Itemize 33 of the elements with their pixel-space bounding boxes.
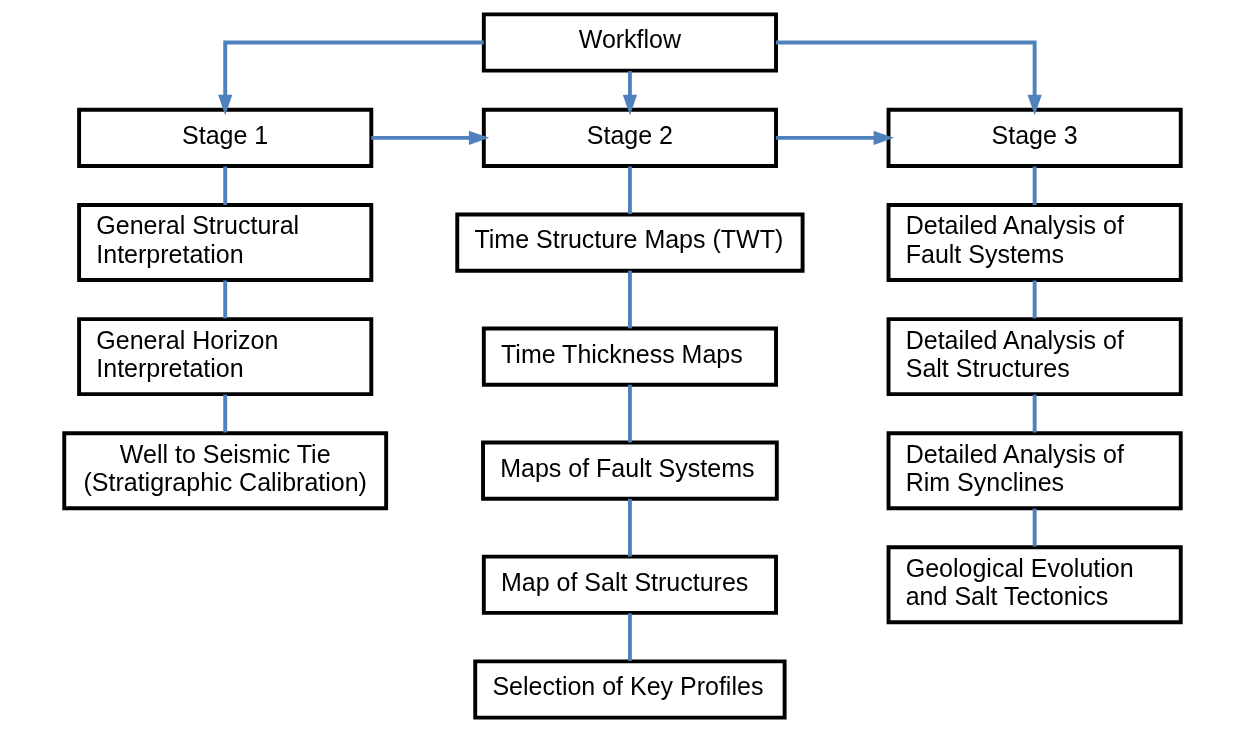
connector — [627, 166, 632, 214]
node-box: Stage 1 — [76, 107, 373, 168]
arrow — [775, 40, 1042, 116]
connector — [1032, 280, 1037, 319]
connector — [222, 394, 227, 433]
node-box: Stage 2 — [481, 107, 778, 168]
node-box: Geological Evolution and Salt Tectonics — [886, 545, 1183, 625]
connector — [1032, 394, 1037, 433]
node-box: Selection of Key Profiles — [472, 659, 787, 720]
node-box: General Horizon Interpretation — [76, 317, 373, 397]
arrow — [370, 130, 489, 145]
arrow — [622, 71, 637, 116]
node-box: Map of Salt Structures — [481, 554, 778, 615]
node-box: Detailed Analysis of Fault Systems — [886, 203, 1183, 282]
connector — [627, 613, 632, 661]
node-box: General Structural Interpretation — [76, 203, 373, 282]
node-box: Time Thickness Maps — [481, 326, 778, 387]
node-box: Detailed Analysis of Rim Synclines — [886, 431, 1183, 511]
node-box: Time Structure Maps (TWT) — [454, 212, 805, 273]
node-box: Stage 3 — [886, 107, 1183, 168]
connector — [222, 166, 227, 205]
connector — [1032, 166, 1037, 205]
connector — [627, 270, 632, 329]
connector — [1032, 508, 1037, 547]
arrow — [775, 130, 894, 145]
arrow — [217, 40, 484, 116]
connector — [627, 384, 632, 443]
node-box: Maps of Fault Systems — [480, 440, 779, 501]
connector — [222, 280, 227, 319]
connector — [627, 498, 632, 557]
node-box: Well to Seismic Tie (Stratigraphic Calibration) — [61, 431, 388, 511]
node-box: Detailed Analysis of Salt Structures — [886, 317, 1183, 397]
node-box: Workflow — [481, 12, 778, 73]
